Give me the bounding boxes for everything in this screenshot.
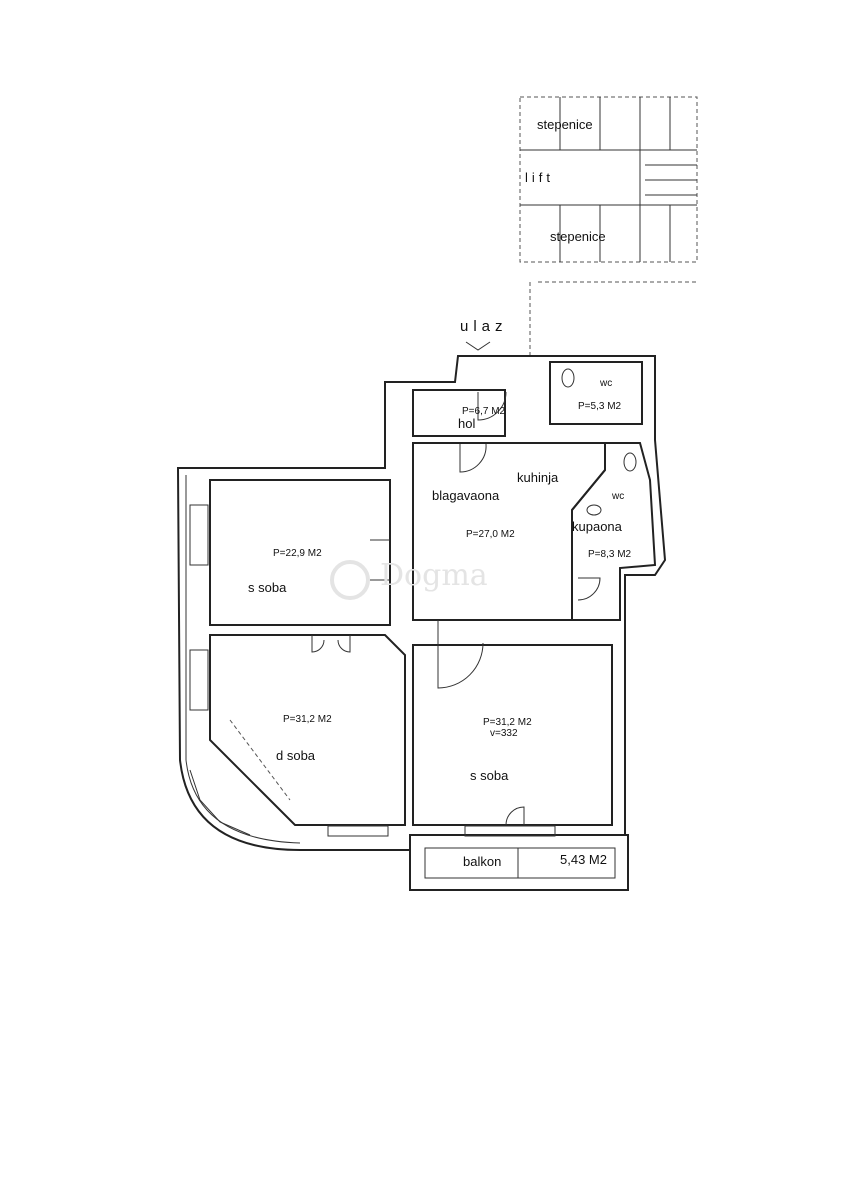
dining-name: blagavaona xyxy=(432,488,500,503)
room-hol xyxy=(412,389,506,437)
doors xyxy=(311,391,601,826)
kitchen-name: kuhinja xyxy=(517,470,559,485)
room-bathroom xyxy=(571,442,657,621)
balcony-area: 5,43 M2 xyxy=(560,852,607,867)
exterior-wall xyxy=(176,355,667,851)
hol-name: hol xyxy=(458,416,475,431)
wc-name: wc xyxy=(599,378,612,389)
stairs-label-top: stepenice xyxy=(537,117,593,132)
stairs-label-bottom: stepenice xyxy=(550,229,606,244)
bathroom-name: kupaona xyxy=(572,519,623,534)
kitchen-area: P=27,0 M2 xyxy=(466,529,515,540)
room-se-name: s soba xyxy=(470,768,509,783)
watermark-logo: Dogma xyxy=(380,558,488,593)
stairwell xyxy=(519,96,698,355)
room-nw-area: P=22,9 M2 xyxy=(273,548,322,559)
room-se-area: P=31,2 M2 xyxy=(483,717,532,728)
room-sw-area: P=31,2 M2 xyxy=(283,714,332,725)
room-sw xyxy=(209,634,406,826)
bath-wc-name: wc xyxy=(611,491,624,502)
room-se-height: v=332 xyxy=(490,728,518,739)
entrance-label: ulaz xyxy=(460,318,508,335)
sink-icon xyxy=(586,504,602,516)
room-wc xyxy=(549,361,643,425)
windows xyxy=(189,504,556,837)
room-nw-name: s soba xyxy=(248,580,287,595)
room-se xyxy=(412,644,613,826)
bathroom-area: P=8,3 M2 xyxy=(588,549,632,560)
toilet-icon xyxy=(623,452,637,472)
entrance-arrow-icon xyxy=(465,341,491,351)
wc-area: P=5,3 M2 xyxy=(578,401,622,412)
watermark-flower-icon xyxy=(330,560,370,600)
balcony-name: balkon xyxy=(463,854,501,869)
lift-label: lift xyxy=(525,170,554,185)
balcony xyxy=(409,834,629,891)
room-nw xyxy=(209,479,391,626)
room-sw-name: d soba xyxy=(276,748,316,763)
hol-area: P=6,7 M2 xyxy=(462,406,506,417)
toilet-icon xyxy=(561,368,575,388)
